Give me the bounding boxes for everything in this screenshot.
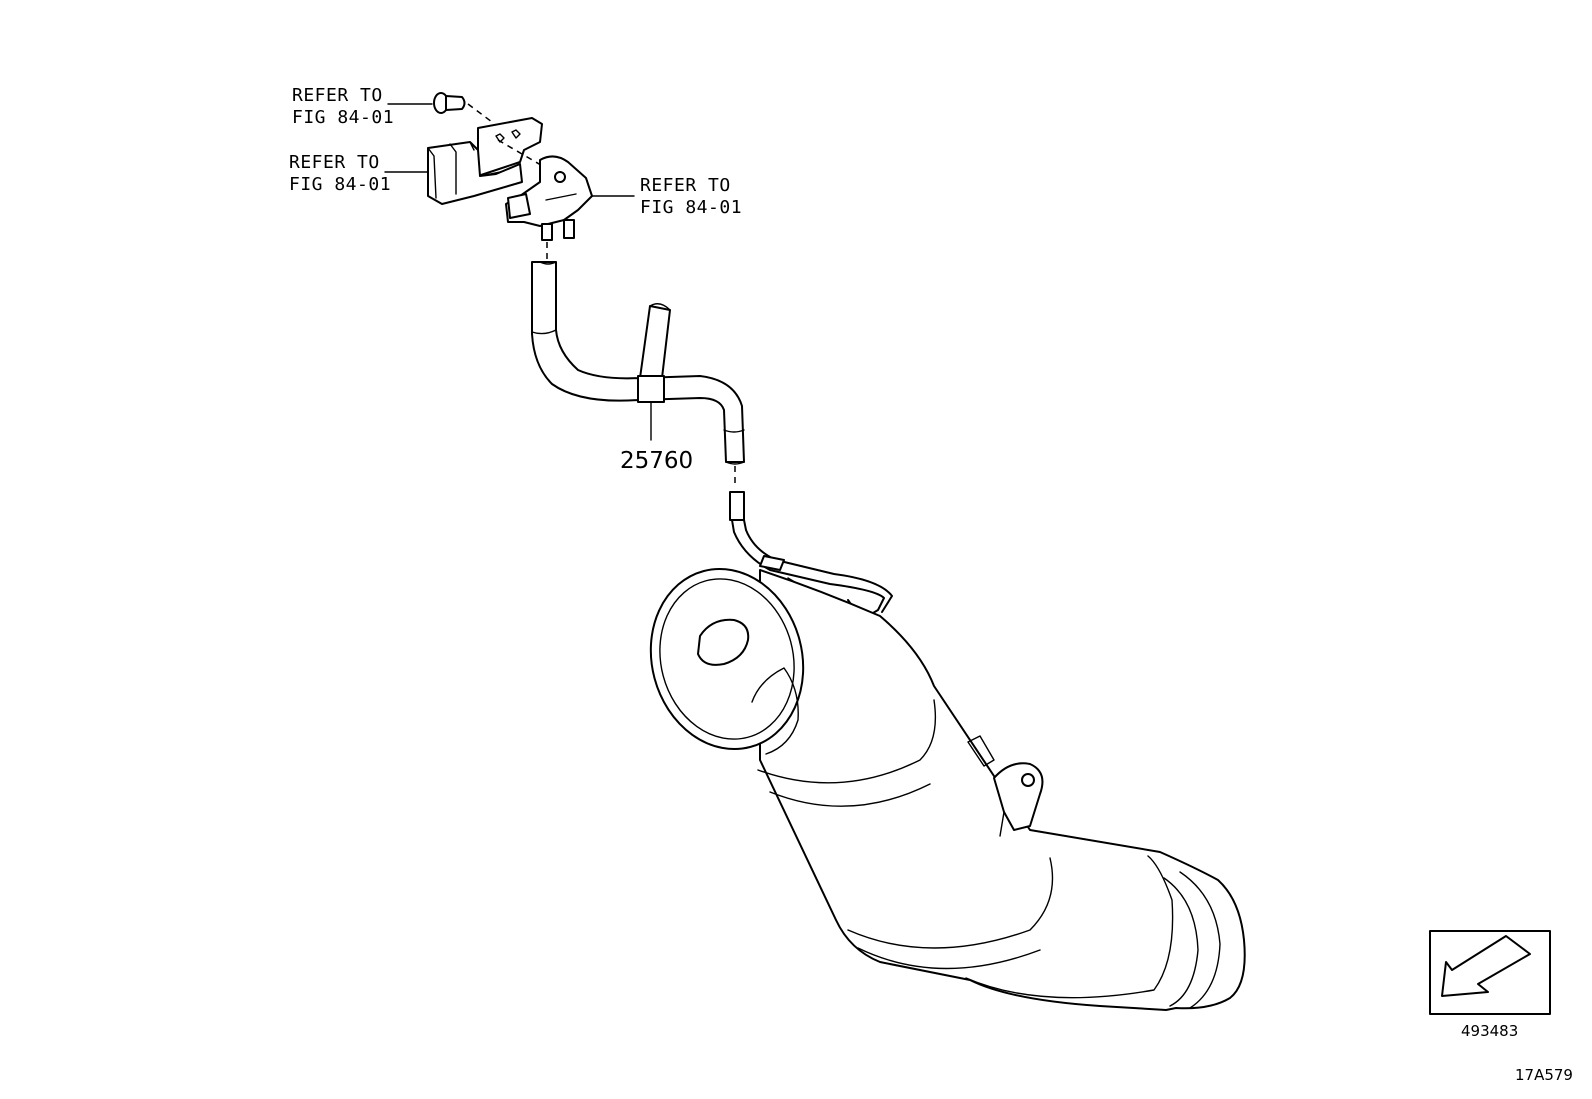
hose-part-number-callout[interactable]: 25760 [620, 401, 693, 474]
sensor-callout[interactable]: REFER TO FIG 84-01 [591, 175, 742, 218]
bracket-callout[interactable]: REFER TO FIG 84-01 [289, 152, 429, 195]
bolt-icon [433, 92, 493, 123]
sensor-ref-line2: FIG 84-01 [640, 197, 742, 218]
bracket-icon [427, 117, 547, 205]
bolt-callout[interactable]: REFER TO FIG 84-01 [292, 85, 433, 128]
sensor-ref-line1: REFER TO [640, 175, 731, 196]
exhaust-filter-icon [649, 567, 1246, 1011]
hose-part-number: 25760 [620, 448, 693, 474]
figure-id: 17A579 [1515, 1066, 1573, 1084]
bolt-ref-line1: REFER TO [292, 85, 383, 106]
direction-code: 493483 [1461, 1022, 1518, 1040]
front-direction-arrow-icon [1441, 935, 1531, 997]
direction-frame [1429, 930, 1551, 1015]
bracket-ref-line2: FIG 84-01 [289, 174, 391, 195]
bracket-ref-line1: REFER TO [289, 152, 380, 173]
vacuum-hose-icon [531, 261, 745, 465]
pressure-sensor-icon [505, 155, 593, 262]
bolt-ref-line2: FIG 84-01 [292, 107, 394, 128]
direction-indicator: 493483 [1429, 930, 1551, 1040]
